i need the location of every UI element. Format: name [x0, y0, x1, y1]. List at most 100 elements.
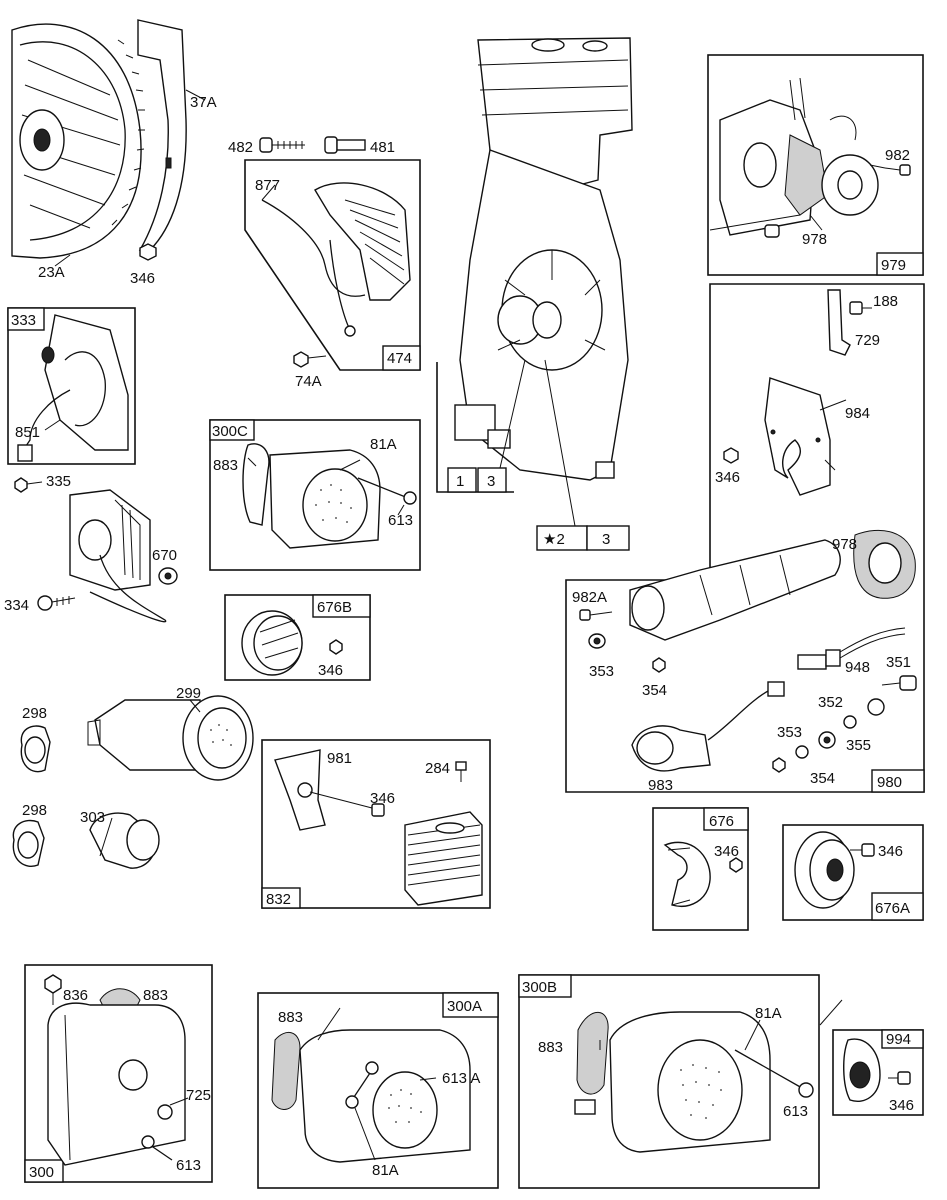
spark-arrestor-drawing — [404, 811, 483, 906]
callout-836: 836 — [63, 987, 88, 1004]
callout-725: 725 — [186, 1087, 211, 1104]
callout-335: 335 — [46, 473, 71, 490]
screw-482-drawing — [259, 137, 305, 153]
callout-333: 333 — [11, 312, 36, 329]
kit-300a-frame — [257, 992, 499, 1189]
screw-351-drawing — [881, 675, 917, 691]
callout-474: 474 — [387, 350, 412, 367]
kit-300b-drawing — [574, 1011, 814, 1153]
kit-300c-frame — [209, 419, 421, 571]
callout-978-top: 978 — [802, 231, 827, 248]
callout-994: 994 — [886, 1031, 911, 1048]
washer-353-a-drawing — [588, 633, 606, 649]
callout-346-676a: 346 — [878, 843, 903, 860]
callout-877: 877 — [255, 177, 280, 194]
connector-948-drawing — [797, 627, 906, 670]
callout-block-1: 1 — [456, 473, 464, 490]
flywheel-drawing — [11, 23, 145, 259]
armature-drawing — [261, 182, 411, 337]
coil-assembly-drawing — [69, 489, 167, 623]
kit-676b-drawing — [241, 610, 303, 676]
callout-981: 981 — [327, 750, 352, 767]
washer-355-drawing — [843, 715, 857, 729]
nut-298-b-drawing — [12, 819, 45, 867]
callout-81a-300b: 81A — [755, 1005, 782, 1022]
kit-676-drawing — [663, 841, 711, 907]
screw-481-drawing — [324, 136, 366, 154]
callout-346-676: 346 — [714, 843, 739, 860]
callout-346-994: 346 — [889, 1097, 914, 1114]
callout-883-300c: 883 — [213, 457, 238, 474]
screw-346-676a-drawing — [850, 843, 875, 857]
nut-298-a-drawing — [20, 725, 51, 773]
callout-978-mid: 978 — [832, 536, 857, 553]
kit-300b-frame — [518, 974, 820, 1189]
screw-334-drawing — [37, 595, 76, 611]
elbow-303-drawing — [89, 812, 160, 869]
callout-883-300b: 883 — [538, 1039, 563, 1056]
screw-346-guard-drawing — [723, 447, 739, 464]
callout-346-832: 346 — [370, 790, 395, 807]
callout-352: 352 — [818, 694, 843, 711]
kit-979-drawing — [709, 77, 879, 238]
callout-613-300: 613 — [176, 1157, 201, 1174]
kit-333-frame — [7, 307, 136, 465]
callout-300: 300 — [29, 1164, 54, 1181]
screw-74a-drawing — [293, 351, 327, 368]
callout-346-flywheel: 346 — [130, 270, 155, 287]
callout-334: 334 — [4, 597, 29, 614]
callout-354-a: 354 — [642, 682, 667, 699]
kit-300c-drawing — [242, 443, 417, 549]
kit-676-frame — [652, 807, 749, 931]
kit-832-frame — [261, 739, 491, 909]
screw-284-drawing — [455, 761, 467, 782]
nut-670-drawing — [158, 567, 178, 585]
callout-346-guard: 346 — [715, 469, 740, 486]
nut-354-a-drawing — [652, 657, 666, 673]
callout-351: 351 — [886, 654, 911, 671]
callout-81a-300c: 81A — [370, 436, 397, 453]
callout-883-300a: 883 — [278, 1009, 303, 1026]
kit-300-frame — [24, 964, 213, 1183]
nut-354-b-drawing — [772, 757, 786, 773]
callout-23a: 23A — [38, 264, 65, 281]
callout-353-b: 353 — [777, 724, 802, 741]
kit-979-frame — [707, 54, 924, 276]
engine-block-drawing — [454, 37, 633, 481]
callout-851: 851 — [15, 424, 40, 441]
callout-613-300c: 613 — [388, 512, 413, 529]
callout-676a: 676A — [875, 900, 910, 917]
callout-300b: 300B — [522, 979, 557, 996]
kit-994-frame — [832, 1029, 924, 1116]
callout-37a: 37A — [190, 94, 217, 111]
washer-352-drawing — [867, 698, 885, 716]
callout-676b: 676B — [317, 599, 352, 616]
flywheel-shield-drawing — [137, 19, 206, 251]
callout-948: 948 — [845, 659, 870, 676]
callout-482: 482 — [228, 139, 253, 156]
callout-982a: 982A — [572, 589, 607, 606]
callout-676: 676 — [709, 813, 734, 830]
callout-613-300b: 613 — [783, 1103, 808, 1120]
callout-303: 303 — [80, 809, 105, 826]
kit-994-drawing — [843, 1038, 911, 1102]
leader-lines — [44, 164, 886, 1161]
callout-670: 670 — [152, 547, 177, 564]
washer-353-b-drawing — [818, 731, 836, 749]
callout-984: 984 — [845, 405, 870, 422]
callout-74a: 74A — [295, 373, 322, 390]
callout-block-3: 3 — [487, 473, 495, 490]
kit-300-drawing — [44, 974, 189, 1166]
callout-188: 188 — [873, 293, 898, 310]
callout-star-3: 3 — [602, 531, 610, 548]
bracket-729-drawing — [827, 289, 872, 356]
bracket-981-drawing — [274, 749, 385, 831]
screw-982-drawing — [884, 164, 911, 176]
block-callout-frame — [436, 359, 630, 551]
callout-353-a: 353 — [589, 663, 614, 680]
screw-982a-drawing — [579, 609, 613, 621]
gasket-978-mid-drawing — [853, 529, 916, 599]
kit-676a-frame — [782, 824, 924, 921]
callout-300c: 300C — [212, 423, 248, 440]
callout-346-676b: 346 — [318, 662, 343, 679]
